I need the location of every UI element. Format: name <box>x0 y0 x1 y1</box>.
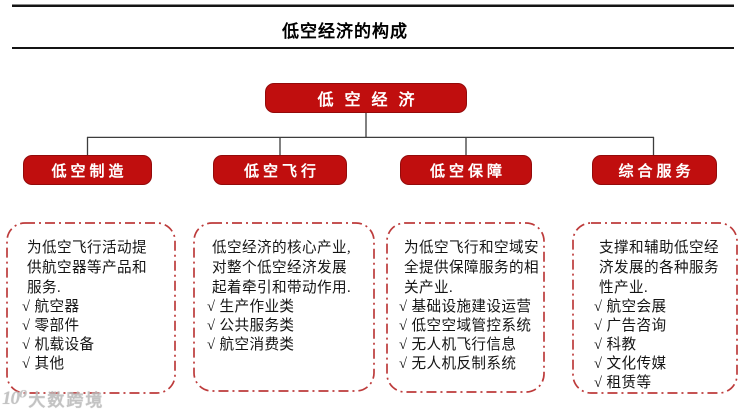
description-line: 起着牵引和带动作用. <box>212 280 351 296</box>
check-item: √ 基础设施建设运营 <box>399 299 532 315</box>
description-line: 服务. <box>27 280 62 296</box>
page-title: 低空经济的构成 <box>282 22 408 41</box>
child-node-manufacturing: 低空制造 <box>23 155 152 185</box>
check-item: √ 航空消费类 <box>207 337 295 353</box>
description-line: 关产业. <box>404 280 454 296</box>
dashed-border-box-1 <box>6 222 176 394</box>
watermark: 10⁰ 大数跨境 <box>2 386 104 411</box>
check-item: √ 租赁等 <box>594 375 652 391</box>
check-item: √ 航空会展 <box>594 299 667 315</box>
check-item: √ 低空空域管控系统 <box>399 318 532 334</box>
header-top-rule <box>12 4 734 7</box>
description-line: 支撑和辅助低空经 <box>599 240 719 256</box>
check-item: √ 科教 <box>594 337 637 353</box>
description-line: 性产业. <box>599 280 649 296</box>
root-node-low-altitude-economy: 低空经济 <box>265 83 467 113</box>
description-box-support: 为低空飞行和空域安 全提供保障服务的相 关产业. √ 基础设施建设运营 √ 低空… <box>386 222 545 394</box>
check-item: √ 生产作业类 <box>207 299 295 315</box>
check-item: √ 广告咨询 <box>594 318 667 334</box>
description-line: 对整个低空经济发展 <box>212 260 347 276</box>
description-box-manufacturing: 为低空飞行活动提 供航空器等产品和 服务. √ 航空器 √ 零部件 √ 机载设备… <box>6 222 176 394</box>
description-line: 为低空飞行和空域安 <box>404 240 539 256</box>
check-item: √ 航空器 <box>22 299 80 315</box>
description-line: 供航空器等产品和 <box>27 260 147 276</box>
check-item: √ 机载设备 <box>22 337 95 353</box>
child-node-support: 低空保障 <box>400 155 532 185</box>
check-item: √ 零部件 <box>22 318 80 334</box>
description-box-flight: 低空经济的核心产业, 对整个低空经济发展 起着牵引和带动作用. √ 生产作业类 … <box>193 222 375 394</box>
description-line: 为低空飞行活动提 <box>27 240 147 256</box>
check-item: √ 无人机反制系统 <box>399 356 517 372</box>
check-item: √ 无人机飞行信息 <box>399 337 517 353</box>
child-node-comprehensive-services: 综合服务 <box>592 155 717 185</box>
dashed-border-box-4 <box>572 222 738 394</box>
check-item: √ 文化传媒 <box>594 356 667 372</box>
watermark-brand-text: 大数跨境 <box>28 391 105 410</box>
header-bottom-rule <box>12 47 734 49</box>
watermark-logo-icon: 10⁰ <box>2 388 27 409</box>
child-node-flight: 低空飞行 <box>213 155 347 185</box>
dashed-border-box-2 <box>193 222 375 392</box>
description-line: 全提供保障服务的相 <box>404 260 539 276</box>
description-line: 低空经济的核心产业, <box>212 240 351 256</box>
description-box-comprehensive-services: 支撑和辅助低空经 济发展的各种服务 性产业. √ 航空会展 √ 广告咨询 √ 科… <box>572 222 738 394</box>
check-item: √ 公共服务类 <box>207 318 295 334</box>
description-line: 济发展的各种服务 <box>599 260 719 276</box>
dashed-border-box-3 <box>386 222 545 393</box>
check-item: √ 其他 <box>22 356 65 372</box>
